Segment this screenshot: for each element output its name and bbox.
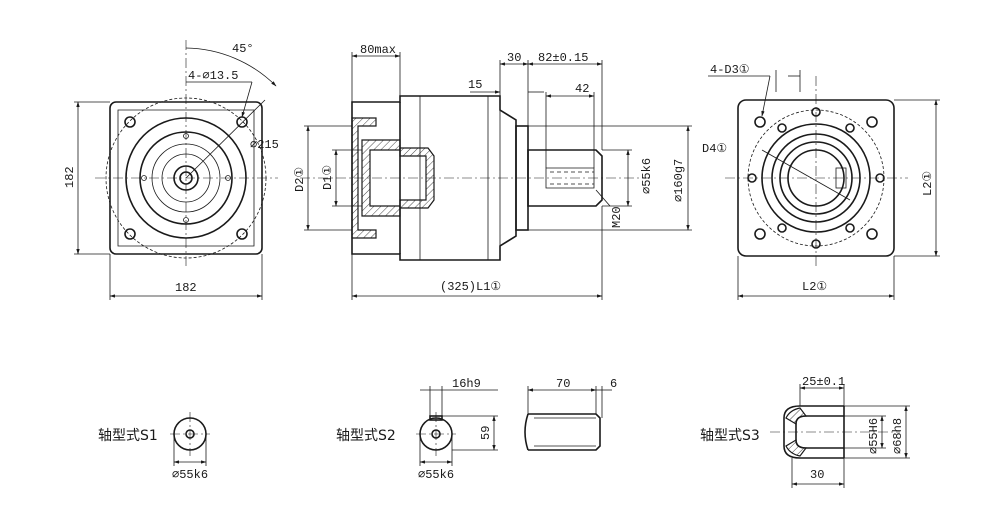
shaft-s2-key-offset: 6 (610, 377, 617, 391)
angle-label: 45° (232, 42, 254, 56)
shaft-s3-inner-dia: ⌀55H6 (867, 418, 881, 454)
shaft-s3-detail: 轴型式S3 25±0.1 ⌀55H6 ⌀68h8 30 (700, 375, 910, 488)
shaft-s1-label: 轴型式S1 (98, 428, 158, 444)
side-view: 80max 30 82±0.15 15 42 D2① D1① ⌀55k6 (293, 43, 692, 300)
shaft-step-label: 30 (507, 51, 521, 65)
shaft-s3-label: 轴型式S3 (700, 428, 760, 444)
shaft-s1-dia: ⌀55k6 (172, 468, 208, 482)
shaft-s3-top: 25±0.1 (802, 375, 845, 389)
d4-label: D4① (702, 142, 727, 156)
thread-label: M20 (610, 206, 624, 228)
shoulder-label: 15 (468, 78, 482, 92)
shaft-s2-label: 轴型式S2 (336, 428, 396, 444)
pcd-label: ⌀215 (250, 138, 279, 152)
key-length-label: 42 (575, 82, 589, 96)
rear-holes-label: 4-D3① (710, 63, 750, 77)
shaft-length-label: 82±0.15 (538, 51, 588, 65)
d2-label: D2① (293, 167, 307, 192)
shaft-s2-key-length: 70 (556, 377, 570, 391)
shaft-dia-label: ⌀55k6 (640, 158, 654, 194)
l2-horizontal-label: L2① (802, 280, 827, 294)
holes-label: 4-⌀13.5 (188, 69, 238, 83)
shaft-s2-key-width: 16h9 (452, 377, 481, 391)
shaft-s2-key-height: 59 (479, 426, 493, 440)
input-length-label: 80max (360, 43, 396, 57)
flange-dia-label: ⌀160g7 (672, 159, 686, 202)
l2-vertical-label: L2① (921, 171, 935, 196)
width-label: 182 (175, 281, 197, 295)
shaft-s2-dia: ⌀55k6 (418, 468, 454, 482)
shaft-s3-length: 30 (810, 468, 824, 482)
height-label: 182 (63, 166, 77, 188)
total-length-label: (325)L1① (440, 280, 501, 294)
rear-view: 4-D3① D4① L2① L2① (702, 63, 940, 300)
front-view: 45° 4-⌀13.5 ⌀215 182 182 (63, 40, 279, 300)
shaft-s2-detail: 轴型式S2 16h9 59 ⌀55k6 70 6 (336, 377, 617, 482)
d1-label: D1① (321, 165, 335, 190)
shaft-s3-outer-dia: ⌀68h8 (891, 418, 905, 454)
shaft-s1-detail: 轴型式S1 ⌀55k6 (98, 412, 210, 482)
